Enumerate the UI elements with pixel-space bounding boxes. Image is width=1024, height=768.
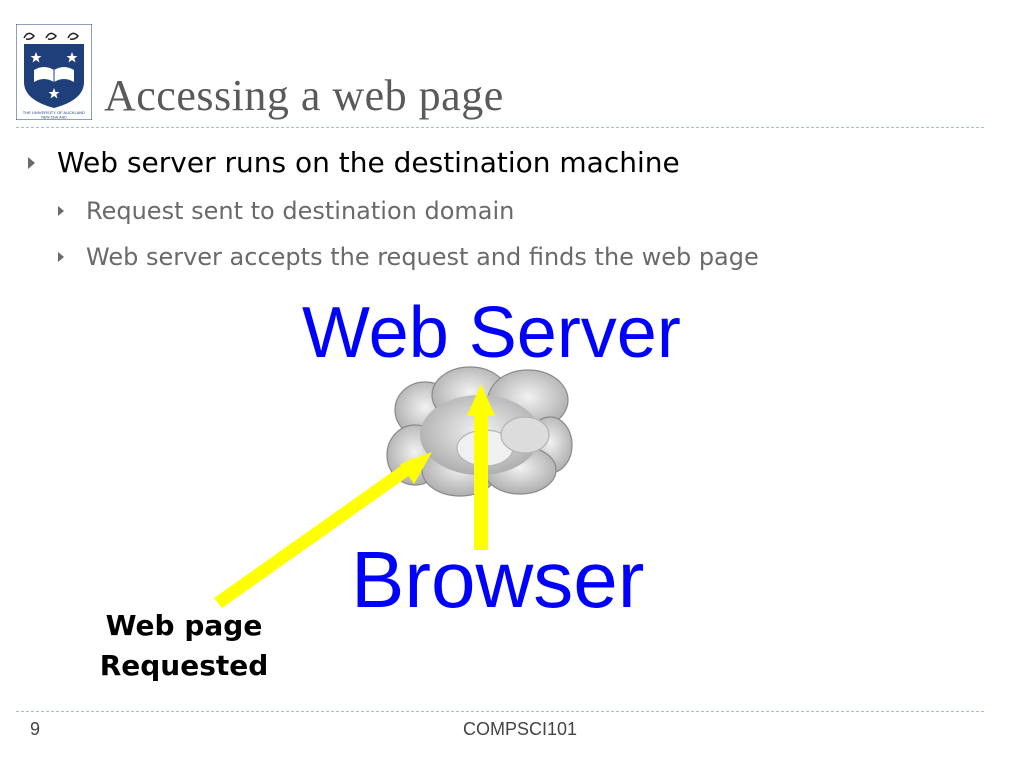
web-page-requested-label: Web page Requested [84,606,284,686]
browser-label: Browser [351,535,645,624]
request-label-line1: Web page [105,609,263,642]
slide-number: 9 [30,719,41,739]
slide-title: Accessing a web page [104,71,504,120]
bullet-sub-2-text: Web server accepts the request and finds… [86,243,759,271]
web-server-label: Web Server [302,293,681,373]
diagonal-arrow-icon [214,452,432,608]
bullet-sub-1-text: Request sent to destination domain [86,197,515,225]
course-code: COMPSCI101 [462,719,578,739]
title-divider [16,127,984,128]
bullet-sub-2: Web server accepts the request and finds… [58,243,759,271]
svg-text:THE UNIVERSITY OF AUCKLAND: THE UNIVERSITY OF AUCKLAND [23,110,85,115]
bullet-triangle-icon [28,156,35,169]
bullet-main: Web server runs on the destination machi… [28,146,680,179]
up-arrow-icon [467,384,495,550]
bullet-triangle-icon [58,252,64,262]
footer-divider [16,711,984,712]
university-crest-icon: THE UNIVERSITY OF AUCKLAND NEW ZEALAND [16,24,92,120]
request-label-line2: Requested [99,649,269,682]
bullet-main-text: Web server runs on the destination machi… [57,146,680,179]
bullet-triangle-icon [58,206,64,216]
svg-text:NEW ZEALAND: NEW ZEALAND [41,116,67,120]
bullet-sub-1: Request sent to destination domain [58,197,514,225]
